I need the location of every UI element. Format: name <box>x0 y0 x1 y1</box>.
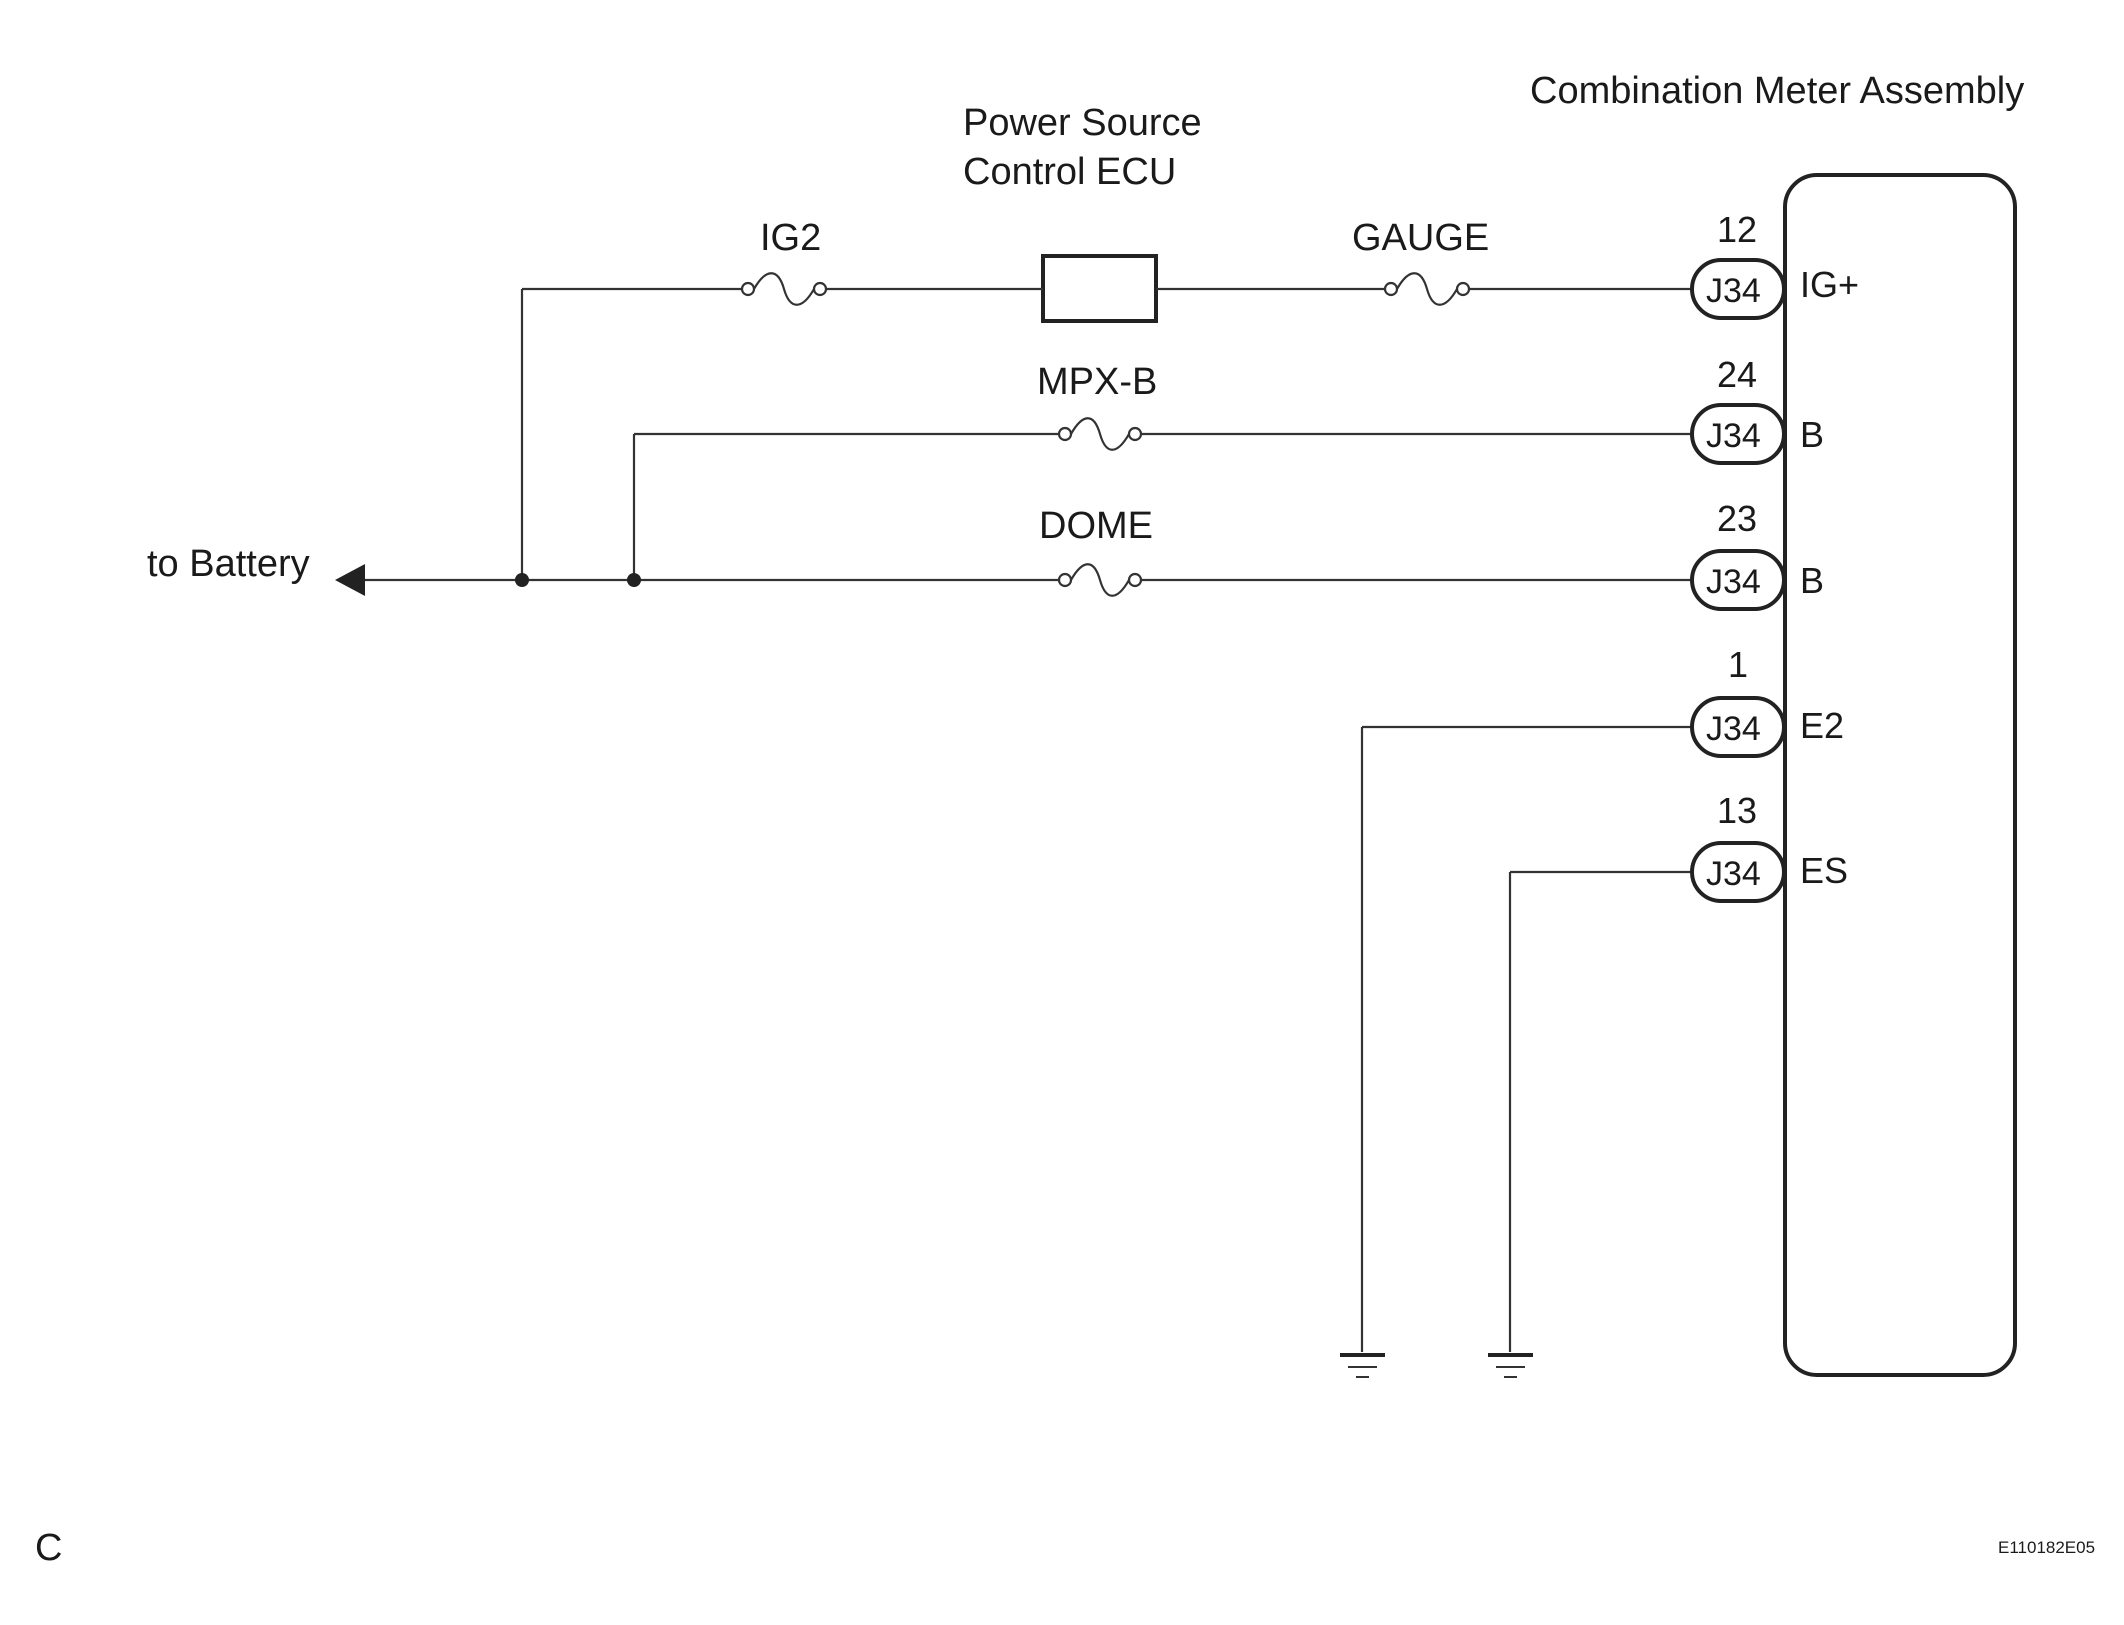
connector-code: J34 <box>1706 855 1761 893</box>
connector-code: J34 <box>1706 563 1761 601</box>
terminal-name: E2 <box>1800 705 1844 746</box>
pin-number: 23 <box>1717 498 1757 539</box>
pin-number: 13 <box>1717 790 1757 831</box>
battery-arrow-icon <box>335 564 365 596</box>
fuse-ig2-label: IG2 <box>760 217 821 259</box>
ecu-label-line2: Control ECU <box>963 151 1176 193</box>
connector-code: J34 <box>1706 417 1761 455</box>
wire-ig-line <box>520 287 1692 580</box>
fuse-gauge-label: GAUGE <box>1352 217 1489 259</box>
fuse-dome-label: DOME <box>1039 505 1153 547</box>
connector-j34-pin-24: J34 24 B <box>1690 354 1824 465</box>
connector-code: J34 <box>1706 272 1761 310</box>
corner-letter: C <box>35 1527 62 1569</box>
fuse-mpxb-label: MPX-B <box>1037 361 1157 403</box>
connector-j34-pin-1: J34 1 E2 <box>1690 644 1844 758</box>
connector-j34-pin-13: J34 13 ES <box>1690 790 1848 903</box>
figure-id: E110182E05 <box>1998 1538 2095 1557</box>
ground-icon <box>1340 1353 1385 1378</box>
pin-number: 1 <box>1728 644 1748 685</box>
ground-icon <box>1488 1353 1533 1378</box>
splice-point <box>627 573 641 587</box>
connector-j34-pin-23: J34 23 B <box>1690 498 1824 611</box>
wire-e2-ground <box>1360 725 1692 1352</box>
pin-number: 24 <box>1717 354 1757 395</box>
terminal-name: ES <box>1800 850 1848 891</box>
splice-point <box>515 573 529 587</box>
wire-es-ground <box>1508 870 1692 1352</box>
ecu-label-line1: Power Source <box>963 102 1202 144</box>
terminal-name: B <box>1800 414 1824 455</box>
fuse-mpxb-symbol <box>1057 417 1143 451</box>
fuse-gauge-symbol <box>1383 272 1471 306</box>
terminal-name: B <box>1800 560 1824 601</box>
wire-mpxb-line <box>632 432 1692 580</box>
ecu-box <box>1041 254 1158 323</box>
terminal-name: IG+ <box>1800 264 1859 305</box>
combination-meter-body <box>1783 173 2017 1377</box>
combination-meter-title: Combination Meter Assembly <box>1530 70 2024 112</box>
connector-code: J34 <box>1706 710 1761 748</box>
fuse-dome-symbol <box>1057 563 1143 597</box>
connector-j34-pin-12: J34 12 IG+ <box>1690 209 1859 320</box>
fuse-ig2-symbol <box>740 272 828 306</box>
pin-number: 12 <box>1717 209 1757 250</box>
to-battery-label: to Battery <box>147 543 310 585</box>
